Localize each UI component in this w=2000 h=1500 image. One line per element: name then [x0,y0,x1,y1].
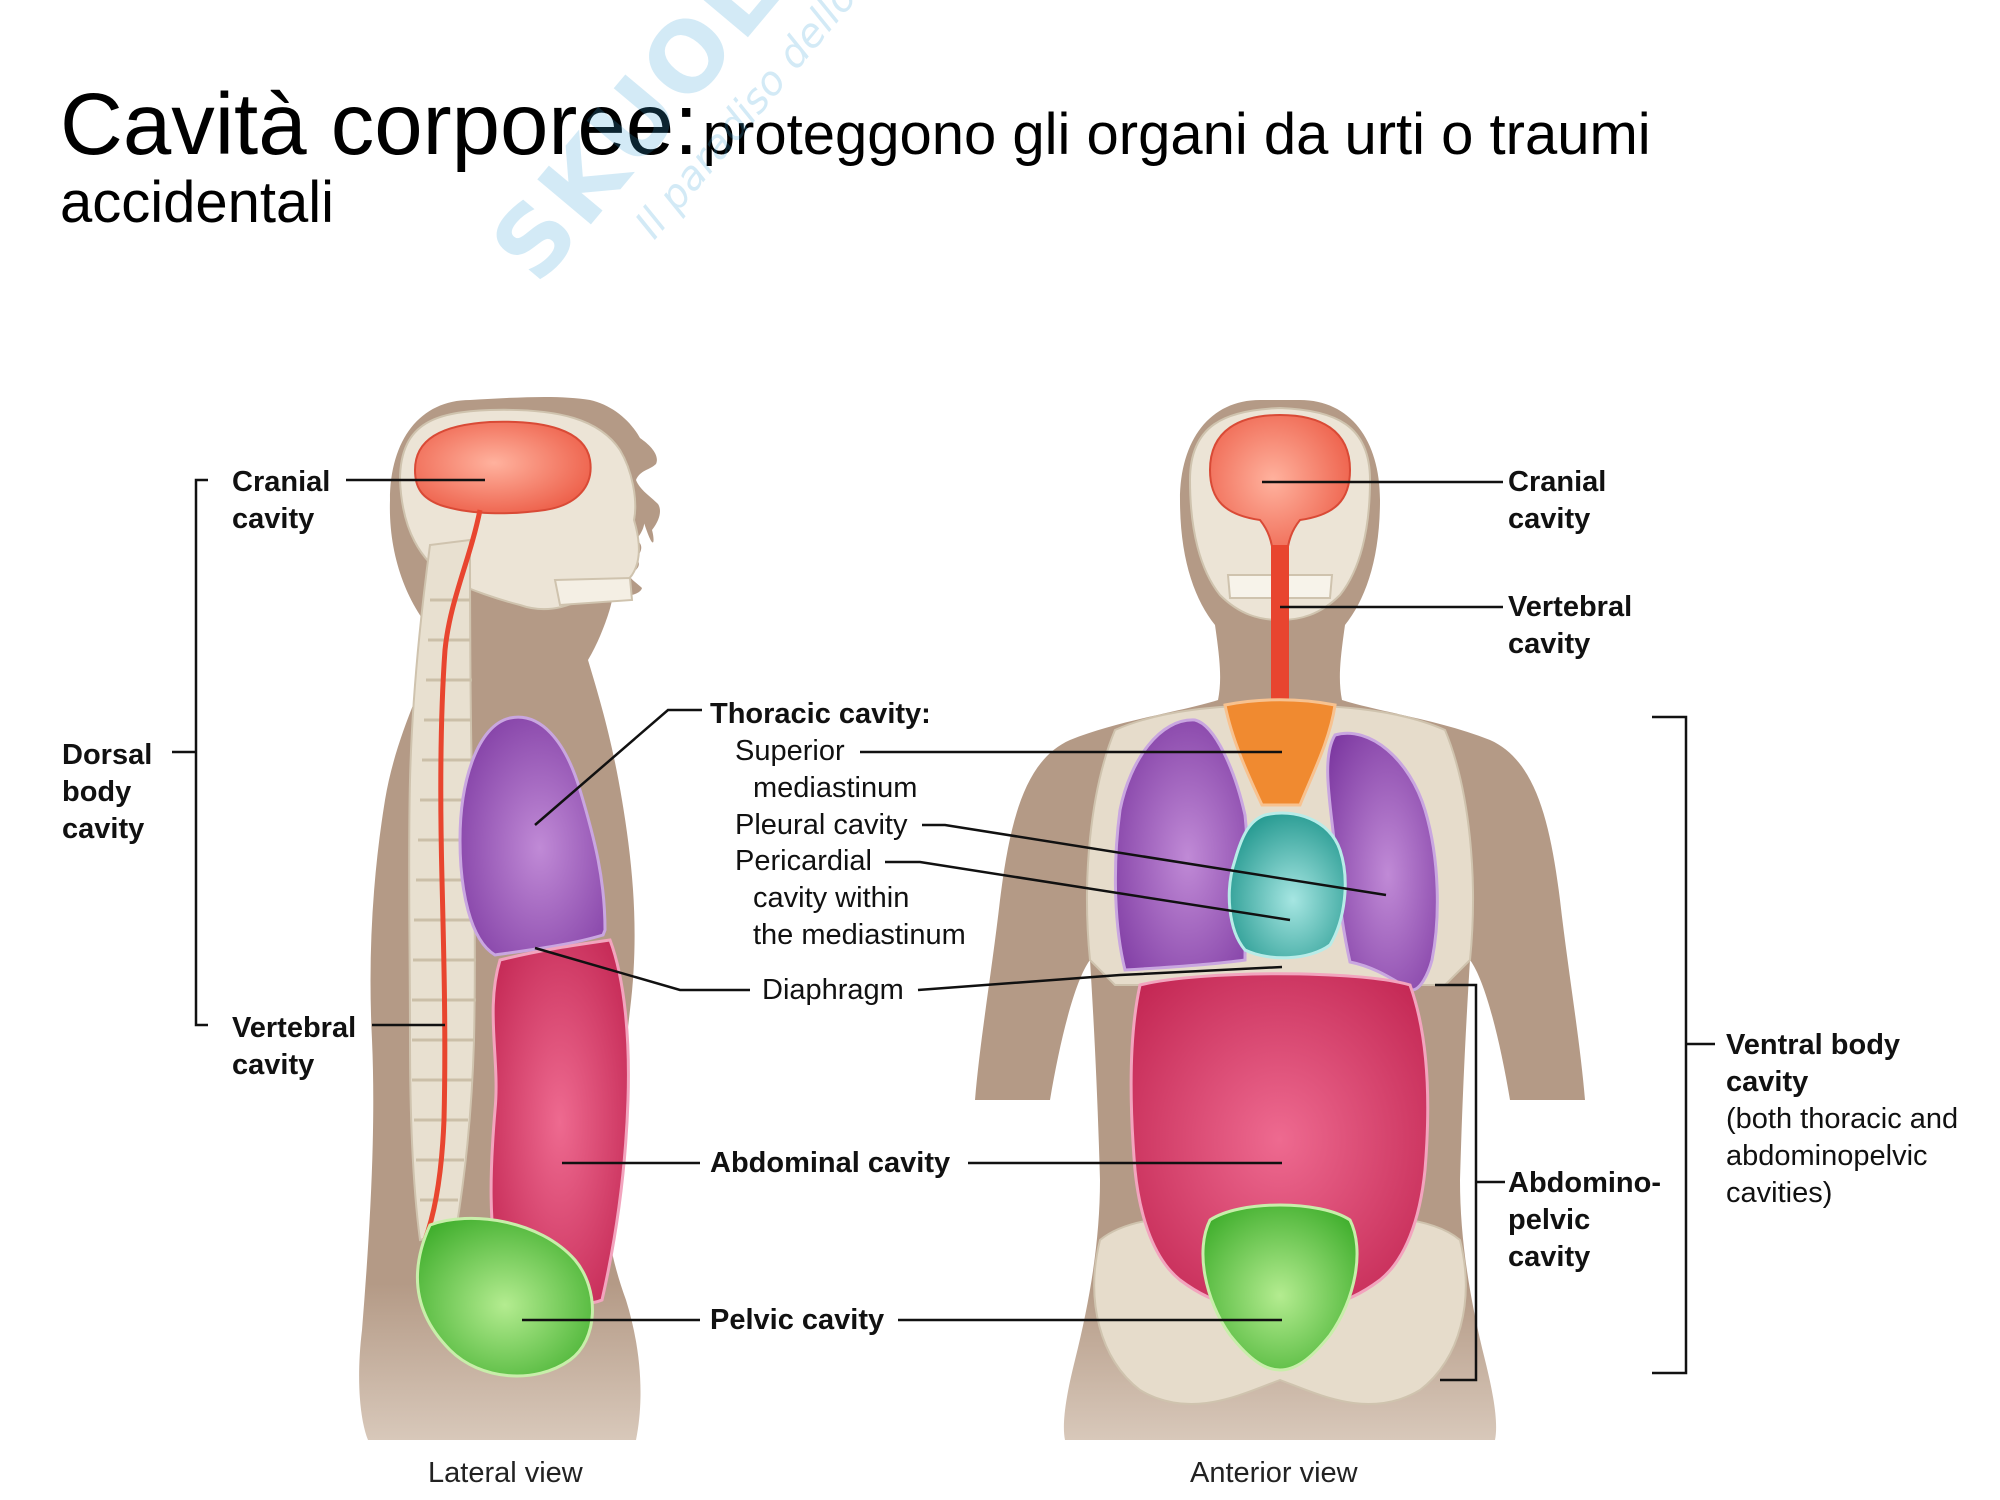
caption-anterior-view: Anterior view [1190,1457,1358,1490]
bracket-dorsal-body [196,480,208,1025]
label-abdominal-cavity: Abdominal cavity [710,1145,950,1182]
anterior-figure [975,400,1585,1440]
caption-lateral-view: Lateral view [428,1457,583,1490]
lateral-figure [359,397,660,1440]
label-pelvic-cavity: Pelvic cavity [710,1302,884,1339]
label-pleural-cavity: Pleural cavity [735,807,907,844]
label-thoracic-cavity: Thoracic cavity: [710,696,931,733]
anterior-vertebral-cavity [1271,545,1289,705]
lateral-cranial-cavity [415,422,591,514]
label-ventral-body-cavity: Ventral body cavity (both thoracic and a… [1726,1027,1958,1212]
lateral-jaw [555,578,632,605]
label-diaphragm: Diaphragm [762,972,904,1009]
